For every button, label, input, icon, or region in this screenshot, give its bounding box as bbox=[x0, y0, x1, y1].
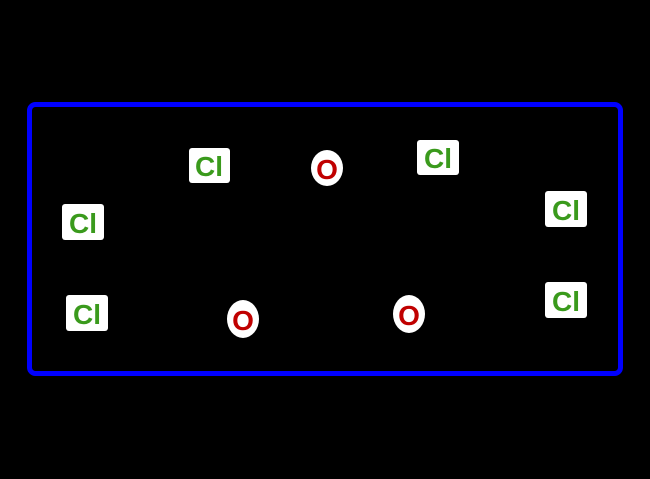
atom-oxygen: O bbox=[393, 295, 425, 333]
atom-label: Cl bbox=[424, 143, 452, 174]
atom-chlorine: Cl bbox=[66, 295, 108, 331]
atom-oxygen: O bbox=[311, 150, 343, 186]
atom-label: Cl bbox=[73, 299, 101, 330]
selection-frame bbox=[27, 102, 623, 376]
atom-label: O bbox=[232, 305, 254, 336]
atom-chlorine: Cl bbox=[417, 140, 459, 175]
atom-chlorine: Cl bbox=[189, 148, 230, 183]
atom-label: O bbox=[398, 300, 420, 331]
atom-chlorine: Cl bbox=[545, 282, 587, 318]
atom-chlorine: Cl bbox=[62, 204, 104, 240]
atom-label: Cl bbox=[195, 151, 223, 182]
atom-chlorine: Cl bbox=[545, 191, 587, 227]
atom-oxygen: O bbox=[227, 300, 259, 338]
atom-label: Cl bbox=[69, 208, 97, 239]
atom-label: Cl bbox=[552, 286, 580, 317]
atom-label: Cl bbox=[552, 195, 580, 226]
atom-label: O bbox=[316, 154, 338, 185]
